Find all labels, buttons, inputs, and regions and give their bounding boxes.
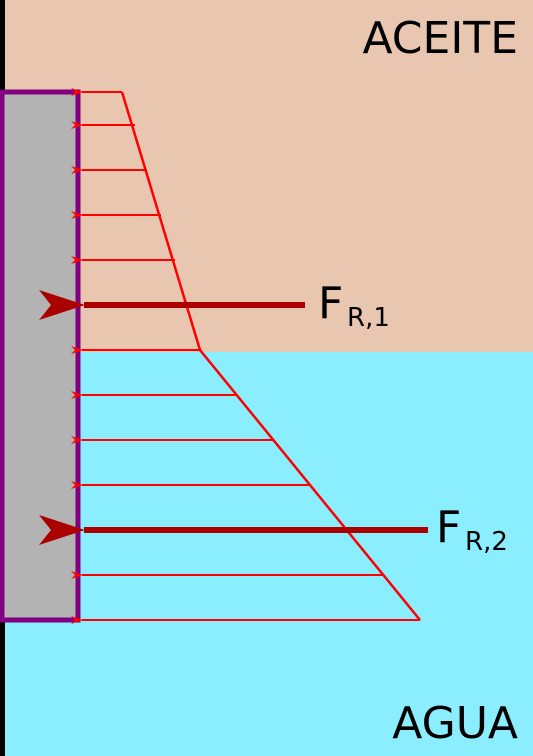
- force-2-symbol: F: [436, 502, 461, 553]
- water-layer: [0, 352, 533, 756]
- oil-label: ACEITE: [362, 13, 518, 64]
- pressure-distribution: [71, 88, 421, 624]
- force-1-subscript: R,1: [347, 303, 390, 333]
- force-1-symbol: F: [318, 278, 343, 329]
- oil-layer: [0, 0, 533, 352]
- force-2-subscript: R,2: [465, 527, 508, 557]
- water-label: AGUA: [392, 698, 518, 749]
- wall-plate: [0, 89, 81, 623]
